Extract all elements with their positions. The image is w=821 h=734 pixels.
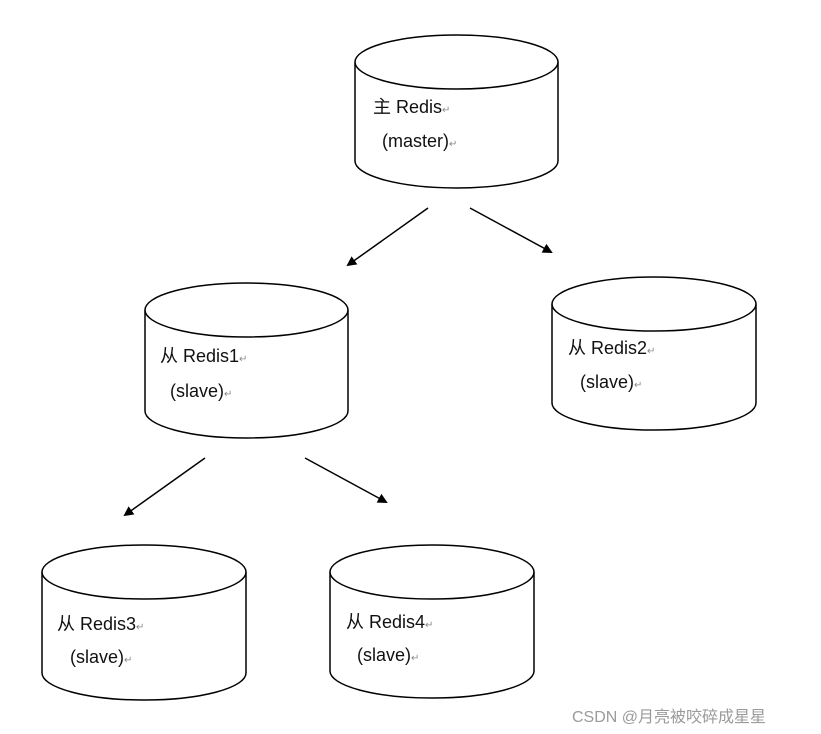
paragraph-mark-icon: ↵ bbox=[425, 620, 433, 631]
node-redis2: 从 Redis2↵ (slave)↵ bbox=[551, 276, 757, 431]
paragraph-mark-icon: ↵ bbox=[647, 346, 655, 357]
paragraph-mark-icon: ↵ bbox=[136, 622, 144, 633]
paragraph-mark-icon: ↵ bbox=[239, 354, 247, 365]
paragraph-mark-icon: ↵ bbox=[449, 139, 457, 150]
node-label-line2: (slave)↵ bbox=[357, 645, 419, 665]
node-label-line1: 从 Redis2↵ bbox=[568, 338, 655, 358]
paragraph-mark-icon: ↵ bbox=[124, 655, 132, 666]
cylinder-body bbox=[144, 310, 349, 439]
paragraph-mark-icon: ↵ bbox=[411, 653, 419, 664]
cylinder-top bbox=[354, 34, 559, 90]
paragraph-mark-icon: ↵ bbox=[634, 380, 642, 391]
cylinder-top bbox=[144, 282, 349, 338]
node-label-line1: 从 Redis1↵ bbox=[160, 346, 247, 366]
cylinder-top bbox=[329, 544, 535, 600]
node-label-line2: (slave)↵ bbox=[170, 381, 232, 401]
arrow-redis1-to-redis4 bbox=[304, 457, 388, 503]
paragraph-mark-icon: ↵ bbox=[442, 105, 450, 116]
arrow-master-to-redis2 bbox=[469, 207, 553, 253]
node-label-line2: (slave)↵ bbox=[70, 647, 132, 667]
cylinder-top bbox=[551, 276, 757, 332]
node-redis4: 从 Redis4↵ (slave)↵ bbox=[329, 544, 535, 699]
paragraph-mark-icon: ↵ bbox=[224, 389, 232, 400]
node-label-line1: 从 Redis3↵ bbox=[57, 614, 144, 634]
arrow-master-to-redis1 bbox=[346, 207, 429, 267]
arrow-redis1-to-redis3 bbox=[123, 457, 206, 517]
node-label-line2: (slave)↵ bbox=[580, 372, 642, 392]
node-master: 主 Redis↵ (master)↵ bbox=[354, 34, 559, 189]
watermark: CSDN @月亮被咬碎成星星 bbox=[572, 708, 766, 726]
cylinder-top bbox=[41, 544, 247, 600]
cylinder-body bbox=[354, 62, 559, 189]
node-redis3: 从 Redis3↵ (slave)↵ bbox=[41, 544, 247, 701]
node-label-line2: (master)↵ bbox=[382, 131, 457, 151]
node-redis1: 从 Redis1↵ (slave)↵ bbox=[144, 282, 349, 439]
cylinder-body bbox=[329, 572, 535, 699]
cylinder-body bbox=[41, 572, 247, 701]
cylinder-body bbox=[551, 304, 757, 431]
node-label-line1: 从 Redis4↵ bbox=[346, 612, 433, 632]
node-label-line1: 主 Redis↵ bbox=[373, 97, 450, 117]
